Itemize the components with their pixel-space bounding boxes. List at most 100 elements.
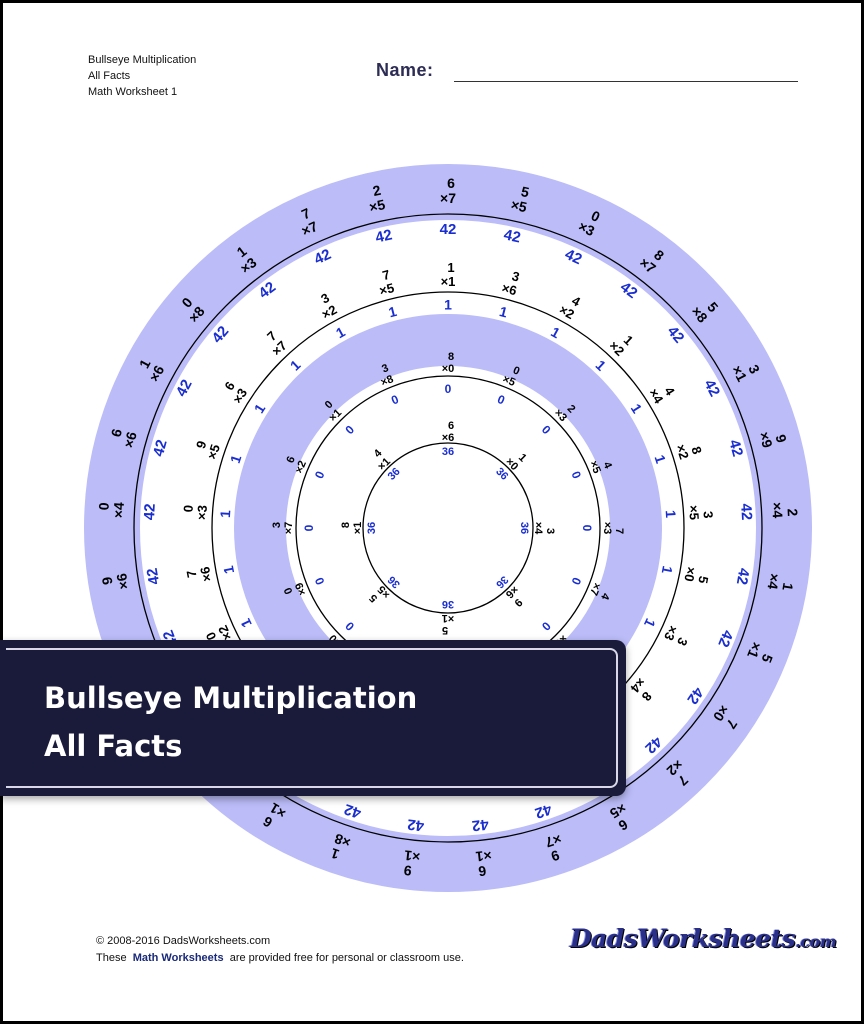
problem-bottom: ×7: [587, 581, 603, 597]
problem-bottom: ×9: [293, 581, 309, 597]
problem-bottom: ×2: [293, 459, 309, 475]
problem-bottom: ×6: [442, 432, 455, 444]
problem-2-1: 1×1: [441, 260, 456, 289]
logo-suffix: .com: [795, 932, 837, 951]
answer-2-19: 1: [220, 564, 237, 575]
problem-top: 7: [613, 528, 625, 534]
problem-bottom: ×0: [710, 702, 732, 724]
answer-1-27: 42: [256, 279, 280, 303]
answer-3-14: 0: [312, 469, 328, 481]
usage-suffix: are provided free for personal or classr…: [229, 952, 464, 964]
answer-4-3: 36: [518, 522, 530, 534]
problem-top: 3: [510, 268, 521, 284]
problem-bottom: ×4: [110, 502, 127, 519]
problem-top: 3: [380, 362, 390, 375]
problem-4-3: 3×4: [532, 522, 556, 535]
ring-line-1: [133, 213, 763, 843]
answer-1-8: 42: [737, 503, 755, 521]
ring-line-4: [362, 442, 534, 614]
problem-bottom: ×6: [120, 430, 140, 450]
problem-top: 7: [184, 569, 200, 579]
answer-4-7: 36: [366, 522, 378, 534]
problem-1-15: 6×1: [475, 847, 493, 880]
problem-2-5: 4×4: [646, 384, 678, 407]
problem-bottom: ×1: [442, 612, 455, 624]
answer-1-17: 42: [342, 800, 363, 821]
problem-top: 6: [447, 175, 455, 191]
problem-3-14: 6×2: [284, 455, 309, 476]
answer-4-1: 36: [442, 446, 454, 458]
answer-3-3: 0: [539, 423, 554, 438]
title-banner: Bullseye Multiplication All Facts: [0, 640, 626, 796]
name-input-line[interactable]: [454, 81, 798, 82]
problem-top: 6: [108, 427, 126, 439]
problem-top: 8: [340, 522, 352, 528]
answer-2-3: 1: [548, 323, 563, 341]
problem-4-1: 6×6: [442, 420, 455, 444]
problem-1-7: 9×9: [756, 430, 790, 450]
problem-bottom: ×3: [230, 386, 251, 407]
problem-top: 6: [284, 455, 297, 465]
problem-bottom: ×0: [442, 363, 455, 375]
problem-bottom: ×0: [681, 566, 699, 583]
problem-2-19: 7×6: [184, 566, 215, 583]
answer-3-2: 0: [495, 392, 507, 408]
problem-3-13: 3×7: [271, 522, 295, 535]
name-field: Name:: [376, 60, 434, 81]
answer-1-9: 42: [733, 567, 752, 586]
problem-2-9: 3×3: [661, 623, 691, 648]
problem-bottom: ×6: [146, 362, 168, 384]
answer-2-8: 1: [659, 565, 676, 576]
worksheet-number: Math Worksheet 1: [88, 86, 178, 98]
problem-bottom: ×1: [729, 363, 751, 385]
problem-4-7: 8×1: [340, 522, 364, 535]
answer-3-6: 0: [568, 575, 584, 587]
problem-2-25: 7×5: [378, 267, 396, 299]
problem-bottom: ×4: [764, 572, 782, 591]
problem-top: 7: [381, 267, 392, 283]
dadsworksheets-logo[interactable]: DadsWorksheets.com: [570, 924, 837, 953]
answer-1-25: 42: [173, 377, 196, 400]
problem-bottom: ×2: [319, 302, 339, 322]
problem-1-29: 2×5: [368, 182, 387, 216]
logo-main: DadsWorksheets: [570, 924, 796, 953]
problem-3-16: 3×8: [379, 362, 395, 389]
answer-3-4: 0: [569, 469, 585, 481]
problem-top: 6: [477, 863, 487, 880]
answer-1-6: 42: [700, 377, 723, 400]
problem-2-8: 5×0: [681, 566, 711, 585]
problem-2-10: 8×4: [627, 675, 655, 704]
problem-top: 6: [448, 420, 454, 432]
answer-2-24: 1: [333, 323, 348, 341]
problem-bottom: ×3: [601, 522, 613, 535]
problem-top: 0: [180, 505, 195, 513]
answer-3-15: 0: [343, 422, 358, 437]
problem-3-12: 0×9: [282, 581, 309, 597]
problem-bottom: ×4: [532, 522, 544, 535]
answer-1-10: 42: [714, 628, 736, 650]
problem-bottom: ×5: [204, 442, 223, 461]
problem-top: 2: [784, 508, 800, 517]
worksheet-title: Bullseye Multiplication: [88, 54, 197, 66]
problem-3-6: 4×7: [587, 581, 612, 602]
answer-1-7: 42: [725, 438, 746, 459]
answer-2-1: 1: [444, 297, 452, 313]
problem-bottom: ×5: [509, 196, 528, 215]
banner-title-line1: Bullseye Multiplication: [44, 681, 418, 715]
problem-1-22: 9×6: [99, 572, 132, 591]
name-label: Name:: [376, 60, 434, 80]
answer-1-3: 42: [562, 246, 584, 268]
problem-2-24: 3×2: [318, 290, 339, 322]
math-worksheets-link[interactable]: Math Worksheets: [132, 952, 224, 964]
problem-bottom: ×2: [557, 302, 577, 322]
problem-bottom: ×1: [744, 640, 765, 661]
problem-bottom: ×8: [379, 373, 395, 389]
problem-top: 9: [99, 576, 116, 586]
problem-top: 1: [779, 582, 796, 592]
answer-1-16: 42: [407, 815, 425, 834]
answer-1-2: 42: [502, 226, 522, 246]
problem-bottom: ×3: [194, 505, 210, 521]
problem-bottom: ×1: [352, 522, 364, 535]
problem-2-21: 9×5: [193, 439, 223, 461]
